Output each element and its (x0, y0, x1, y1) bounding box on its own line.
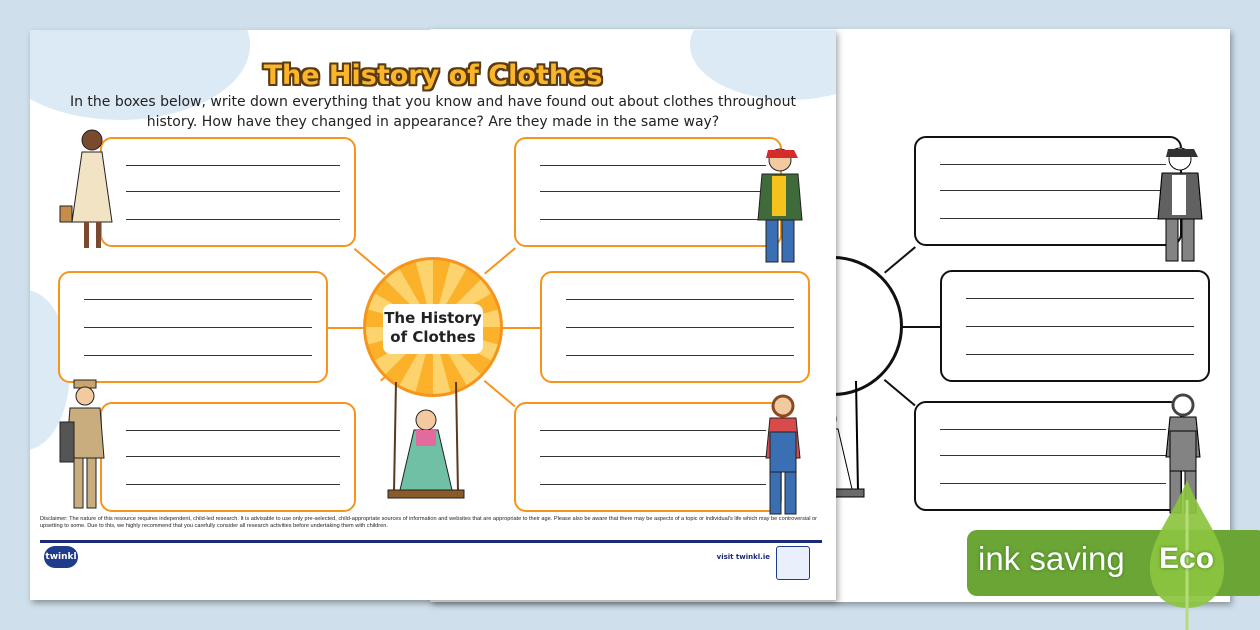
connector-line (328, 327, 364, 329)
disclaimer-text: Disclaimer: The nature of this resource … (40, 516, 818, 529)
ink-saving-label: ink saving (978, 540, 1125, 577)
instructions-line: history. How have they changed in appear… (146, 114, 720, 130)
boy-character-illustration (1157, 147, 1203, 262)
visit-twinkl-link[interactable]: visit twinkl.ie (716, 553, 770, 561)
footer-divider (40, 540, 822, 543)
center-label-line: of Clothes (390, 328, 476, 346)
eco-label: Eco (1159, 542, 1215, 575)
boy-character-illustration (757, 148, 803, 263)
writing-box-top-left[interactable] (100, 137, 356, 247)
instructions: In the boxes below, write down everythin… (30, 92, 836, 132)
writing-box-bottom-right[interactable] (914, 401, 1182, 511)
connector-line (502, 327, 542, 329)
writing-box-top-right[interactable] (514, 137, 782, 247)
center-topic-label: The History of Clothes (383, 304, 483, 354)
connector-line (484, 247, 516, 275)
writing-box-middle-left[interactable] (58, 271, 328, 383)
twinkl-logo: twinkl (44, 546, 78, 568)
writing-box-top-right[interactable] (914, 136, 1182, 246)
worksheet-title: The History of Clothes (263, 60, 603, 91)
girl-in-dungarees-illustration (765, 394, 801, 515)
connector-line (902, 326, 942, 328)
man-in-suit-illustration (59, 379, 105, 509)
girl-on-swing-illustration (387, 382, 465, 499)
connector-line (884, 246, 916, 274)
center-topic-circle: The History of Clothes (363, 257, 503, 397)
writing-box-bottom-right[interactable] (514, 402, 782, 512)
colour-version-page: The History of Clothes In the boxes belo… (30, 30, 836, 600)
writing-box-middle-right[interactable] (540, 271, 810, 383)
leaf-icon (1149, 480, 1225, 630)
center-label-line: The History (384, 309, 482, 327)
writing-box-middle-right[interactable] (940, 270, 1210, 382)
writing-box-bottom-left[interactable] (100, 402, 356, 512)
instructions-line: In the boxes below, write down everythin… (69, 94, 796, 110)
connector-line (353, 248, 386, 276)
connector-line (883, 379, 916, 407)
connector-line (483, 380, 516, 408)
woman-character-illustration (59, 129, 113, 248)
quality-badge-icon (776, 546, 810, 580)
